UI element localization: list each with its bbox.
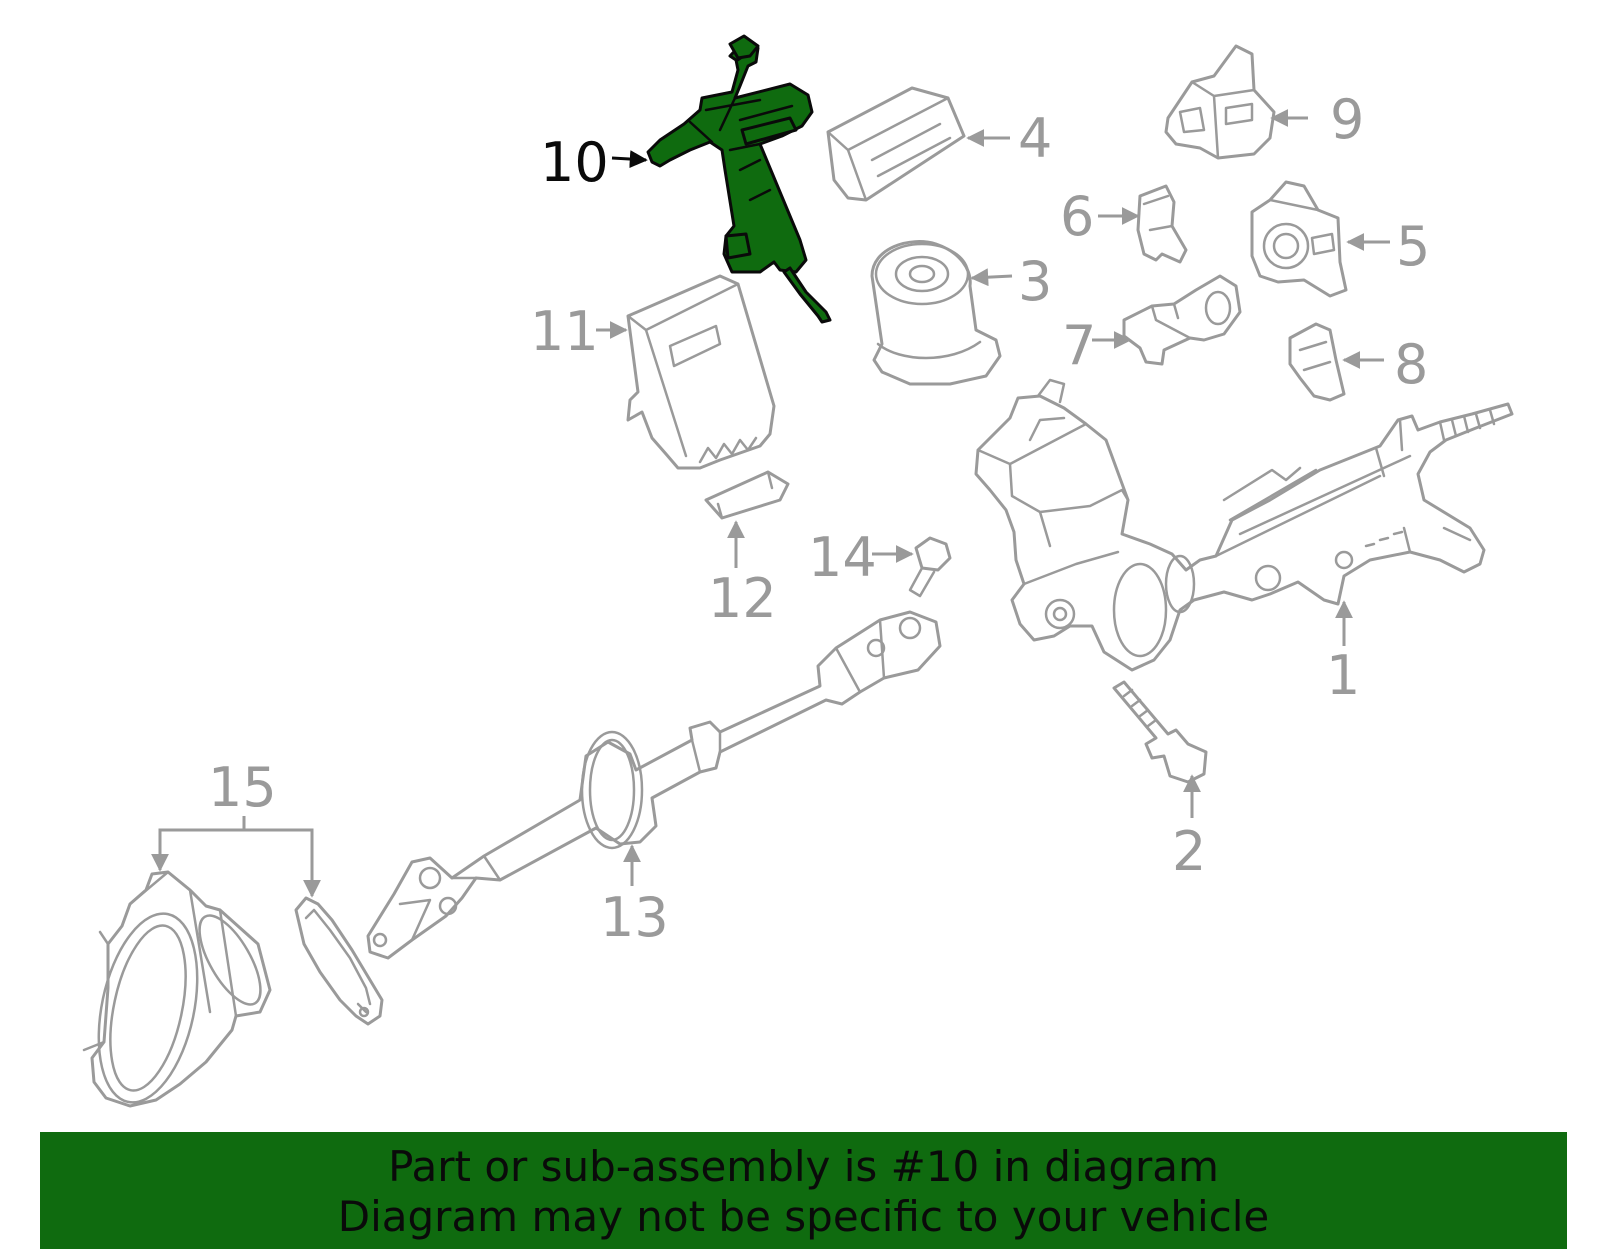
callout-12: 12 bbox=[708, 567, 777, 630]
callout-1: 1 bbox=[1326, 644, 1360, 707]
banner-line-2: Diagram may not be specific to your vehi… bbox=[337, 1192, 1270, 1241]
part-13-intermediate-shaft[interactable] bbox=[366, 610, 942, 960]
banner-line-1: Part or sub-assembly is #10 in diagram bbox=[388, 1142, 1219, 1191]
callout-4: 4 bbox=[1018, 107, 1052, 170]
part-15-seal[interactable] bbox=[294, 896, 384, 1026]
part-5-module[interactable] bbox=[1250, 180, 1348, 298]
callout-8: 8 bbox=[1394, 333, 1428, 396]
callout-5: 5 bbox=[1396, 215, 1430, 278]
callout-14: 14 bbox=[808, 526, 877, 589]
part-8-switch[interactable] bbox=[1288, 322, 1346, 402]
callout-11: 11 bbox=[530, 300, 599, 363]
part-11-ecu[interactable] bbox=[626, 274, 776, 470]
callout-2: 2 bbox=[1172, 820, 1206, 883]
part-6-sensor[interactable] bbox=[1136, 184, 1188, 264]
disclaimer-banner: Part or sub-assembly is #10 in diagram D… bbox=[40, 1132, 1567, 1249]
part-10-wire-harness[interactable] bbox=[646, 34, 832, 324]
callout-10: 10 bbox=[540, 131, 609, 194]
callout-13: 13 bbox=[600, 886, 669, 949]
callout-7: 7 bbox=[1062, 314, 1096, 377]
part-14-bolt[interactable] bbox=[908, 536, 952, 598]
part-7-bracket[interactable] bbox=[1122, 274, 1242, 366]
part-4-cover[interactable] bbox=[826, 86, 966, 202]
part-12-pad[interactable] bbox=[704, 470, 790, 520]
leader-lines bbox=[151, 109, 1390, 898]
part-3-motor[interactable] bbox=[870, 240, 1002, 386]
callout-3: 3 bbox=[1018, 250, 1052, 313]
callout-6: 6 bbox=[1060, 185, 1094, 248]
part-1-steering-column[interactable] bbox=[974, 378, 1514, 672]
part-2-bolt[interactable] bbox=[1112, 680, 1208, 784]
callout-labels: 10 4 3 9 5 6 7 8 11 12 14 1 2 13 15 bbox=[208, 88, 1430, 949]
callout-9: 9 bbox=[1330, 88, 1364, 151]
part-15-boot[interactable] bbox=[82, 870, 272, 1111]
callout-15: 15 bbox=[208, 756, 277, 819]
part-9-switch[interactable] bbox=[1164, 44, 1276, 160]
